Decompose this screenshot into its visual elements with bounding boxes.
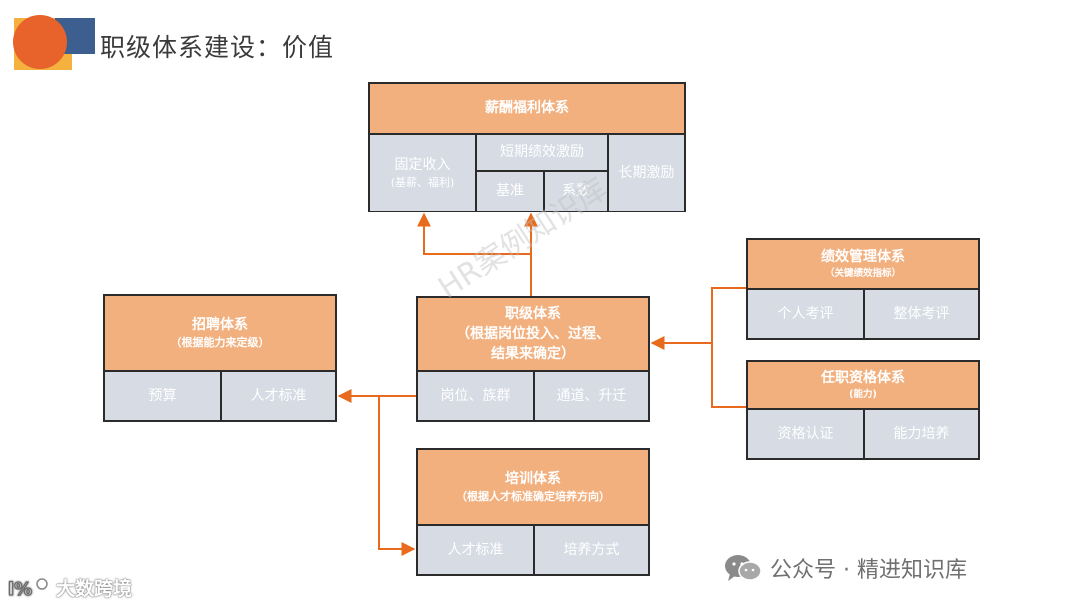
compensation-system: 薪酬福利体系 固定收入 (基薪、福利) 短期绩效激励 基准 系数 长期激励 <box>368 82 686 212</box>
qualification-system-title: 任职资格体系 <box>821 369 905 386</box>
performance-system-title: 绩效管理体系 <box>821 248 905 265</box>
wechat-footer: 公众号 · 精进知识库 <box>724 552 967 584</box>
overall-evaluation: 整体考评 <box>864 289 979 339</box>
brand-name: 大数跨境 <box>56 578 133 600</box>
channel-promotion: 通道、升迁 <box>534 371 649 421</box>
wechat-icon <box>725 555 762 581</box>
recruitment-system-note: （根据能力来定级） <box>170 336 270 350</box>
brand-logo-icon <box>13 15 95 70</box>
performance-system-note: （关键绩效指标） <box>824 268 901 280</box>
long-term-incentive: 长期激励 <box>608 134 685 212</box>
qualification-system-note: (能力) <box>849 389 877 401</box>
wechat-account-label: 公众号 · 精进知识库 <box>770 558 967 583</box>
individual-evaluation: 个人考评 <box>747 289 864 339</box>
grade-system-note-1: （根据岗位投入、过程、 <box>456 325 610 342</box>
grade-system: 职级体系 （根据岗位投入、过程、 结果来确定） 岗位、族群 通道、升迁 <box>416 296 650 422</box>
budget-cell: 预算 <box>104 371 221 421</box>
ability-training: 能力培养 <box>864 409 979 459</box>
short-term-incentive: 短期绩效激励 <box>476 134 608 171</box>
grade-system-title: 职级体系 <box>505 305 561 322</box>
grade-system-note-2: 结果来确定） <box>491 346 575 363</box>
training-system-note: （根据人才标准确定培养方向） <box>456 490 610 504</box>
recruitment-system: 招聘体系 （根据能力来定级） 预算 人才标准 <box>103 294 337 422</box>
brand-footer: l% 大数跨境 <box>8 574 132 601</box>
fixed-income: 固定收入 (基薪、福利) <box>369 134 476 212</box>
brand-mark-icon: l% <box>8 577 48 600</box>
qualification-system-header: 任职资格体系 (能力) <box>747 361 979 409</box>
training-method: 培养方式 <box>534 525 649 575</box>
qualification-system: 任职资格体系 (能力) 资格认证 能力培养 <box>746 360 980 460</box>
compensation-system-title: 薪酬福利体系 <box>369 83 685 134</box>
fixed-income-label: 固定收入 <box>394 156 451 173</box>
coefficient-cell: 系数 <box>544 171 608 212</box>
performance-system-header: 绩效管理体系 （关键绩效指标） <box>747 239 979 289</box>
svg-text:l%: l% <box>8 579 32 600</box>
base-cell: 基准 <box>476 171 544 212</box>
arrow-grade-to-training <box>378 396 416 556</box>
qualification-certification: 资格认证 <box>747 409 864 459</box>
page-title: 职级体系建设：价值 <box>100 33 335 62</box>
arrow-performance-to-grade <box>650 287 777 350</box>
training-system: 培训体系 （根据人才标准确定培养方向） 人才标准 培养方式 <box>416 448 650 576</box>
training-system-title: 培训体系 <box>505 470 561 487</box>
recruitment-system-title: 招聘体系 <box>192 316 248 333</box>
recruitment-talent-standard: 人才标准 <box>221 371 336 421</box>
fixed-income-note: (基薪、福利) <box>390 176 455 190</box>
training-talent-standard: 人才标准 <box>417 525 534 575</box>
position-family: 岗位、族群 <box>417 371 534 421</box>
grade-system-header: 职级体系 （根据岗位投入、过程、 结果来确定） <box>417 297 649 371</box>
performance-system: 绩效管理体系 （关键绩效指标） 个人考评 整体考评 <box>746 238 980 340</box>
recruitment-system-header: 招聘体系 （根据能力来定级） <box>104 295 336 371</box>
training-system-header: 培训体系 （根据人才标准确定培养方向） <box>417 449 649 525</box>
arrow-grade-to-compensation <box>417 212 532 296</box>
